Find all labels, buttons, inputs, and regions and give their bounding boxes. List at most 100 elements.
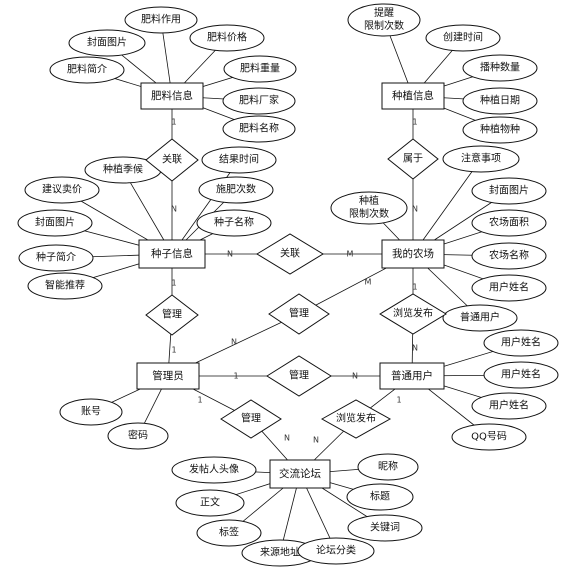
attribute-fert-use: 肥料作用 — [124, 6, 198, 34]
attribute-seed-fert-times: 施肥次数 — [198, 176, 274, 204]
attribute-ellipse — [17, 209, 93, 237]
attribute-label: 种植日期 — [480, 94, 520, 107]
relationship-diamond — [379, 293, 447, 335]
attribute-label: 昵称 — [378, 460, 398, 473]
attribute-plant-date: 种植日期 — [462, 87, 538, 115]
attribute-ellipse — [198, 176, 274, 204]
relationship-seed-admin: 管理 — [145, 294, 199, 336]
attribute-ellipse — [222, 115, 296, 143]
entity-box — [138, 239, 206, 269]
attribute-fert-intro: 肥料简介 — [49, 56, 125, 84]
entity-box — [381, 239, 445, 269]
relationship-label: 管理 — [162, 308, 182, 321]
attribute-user-name-2: 用户姓名 — [483, 361, 559, 389]
attribute-label: 封面图片 — [489, 184, 529, 197]
attribute-forum-category: 论坛分类 — [297, 537, 375, 565]
attribute-ellipse — [471, 209, 547, 237]
attribute-ellipse — [425, 24, 501, 52]
attribute-ellipse — [347, 3, 421, 37]
attribute-seed-cover: 封面图片 — [17, 209, 93, 237]
attribute-user-name-1: 用户姓名 — [483, 329, 559, 357]
entity-box — [140, 82, 204, 110]
attribute-ellipse — [27, 272, 103, 300]
attribute-ellipse — [201, 146, 277, 174]
attribute-ellipse — [196, 519, 262, 547]
attribute-ellipse — [483, 329, 559, 357]
relationship-diamond — [145, 294, 199, 336]
cardinality-mark: N — [227, 250, 233, 259]
attribute-fert-price: 肥料价格 — [189, 24, 265, 52]
attribute-ellipse — [462, 87, 538, 115]
relationship-diamond — [268, 293, 330, 335]
attribute-forum-nickname: 昵称 — [357, 453, 419, 481]
cardinality-mark: N — [284, 434, 290, 443]
attribute-label: 肥料厂家 — [239, 94, 279, 107]
attribute-seed-intro: 种子简介 — [18, 244, 94, 272]
attribute-label: 种植 — [359, 194, 379, 207]
relationship-diamond — [266, 355, 332, 397]
attribute-label: 种植季候 — [103, 163, 143, 176]
attribute-ellipse — [68, 29, 146, 57]
entity-label: 种植信息 — [392, 89, 434, 102]
attribute-label: 用户姓名 — [489, 281, 529, 294]
cardinality-mark: N — [412, 344, 418, 353]
attribute-label: 标签 — [219, 526, 239, 539]
cardinality-mark: 1 — [171, 279, 176, 288]
attribute-ellipse — [442, 145, 520, 173]
attribute-ellipse — [222, 87, 296, 115]
attribute-farm-name: 农场名称 — [471, 242, 547, 270]
attribute-fert-weight: 肥料重量 — [223, 55, 297, 83]
attribute-label: 封面图片 — [35, 216, 75, 229]
cardinality-mark: 1 — [233, 372, 238, 381]
attribute-user-name-3: 用户姓名 — [471, 392, 547, 420]
attribute-label: 账号 — [81, 406, 101, 418]
entity-seed: 种子信息 — [138, 239, 206, 269]
relationship-admin-user: 管理 — [266, 355, 332, 397]
attribute-label: 普通用户 — [460, 311, 500, 324]
entity-label: 管理员 — [152, 369, 184, 382]
entity-myfarm: 我的农场 — [381, 239, 445, 269]
attribute-label: 标题 — [370, 491, 390, 503]
entity-label: 种子信息 — [151, 247, 193, 260]
attribute-seed-price: 建议卖价 — [24, 176, 100, 204]
relationship-label: 关联 — [280, 247, 300, 260]
entity-admin: 管理员 — [136, 362, 200, 390]
attribute-seed-name: 种子名称 — [196, 209, 272, 237]
attribute-farm-cover: 封面图片 — [471, 177, 547, 205]
attribute-label: 用户姓名 — [501, 336, 541, 349]
attribute-ellipse — [471, 392, 547, 420]
attribute-label: 种子简介 — [36, 251, 76, 264]
attribute-ellipse — [189, 24, 265, 52]
attribute-seed-recommend: 智能推荐 — [27, 272, 103, 300]
attribute-seed-season: 种植季候 — [84, 156, 162, 184]
attribute-label: 限制次数 — [364, 19, 404, 32]
relationship-seed-farm: 关联 — [256, 233, 324, 275]
attribute-label: 封面图片 — [87, 36, 127, 49]
cardinality-mark: 1 — [412, 118, 417, 127]
attribute-label: 肥料简介 — [67, 63, 107, 76]
attribute-ellipse — [471, 274, 547, 302]
relationship-admin-forum: 管理 — [220, 399, 282, 439]
cardinality-mark: 1 — [396, 396, 401, 405]
attribute-ellipse — [462, 116, 538, 144]
attribute-ellipse — [471, 242, 547, 270]
attribute-ellipse — [357, 453, 419, 481]
cardinality-mark: 1 — [171, 346, 176, 355]
attribute-label: 正文 — [200, 496, 220, 509]
entity-label: 我的农场 — [392, 247, 434, 260]
attribute-label: 提醒 — [374, 7, 394, 19]
attribute-label: 种植物种 — [480, 123, 520, 136]
attribute-label: 智能推荐 — [45, 279, 85, 292]
attribute-label: 肥料名称 — [239, 122, 279, 135]
attribute-ellipse — [347, 514, 423, 542]
cardinality-mark: N — [231, 338, 237, 347]
attribute-label: 论坛分类 — [316, 544, 356, 557]
relationship-fert-seed: 关联 — [145, 138, 199, 182]
cardinality-mark: M — [365, 278, 372, 287]
relationship-admin-farm: 管理 — [268, 293, 330, 335]
cardinality-mark: M — [347, 250, 354, 259]
cardinality-mark: N — [412, 205, 418, 214]
